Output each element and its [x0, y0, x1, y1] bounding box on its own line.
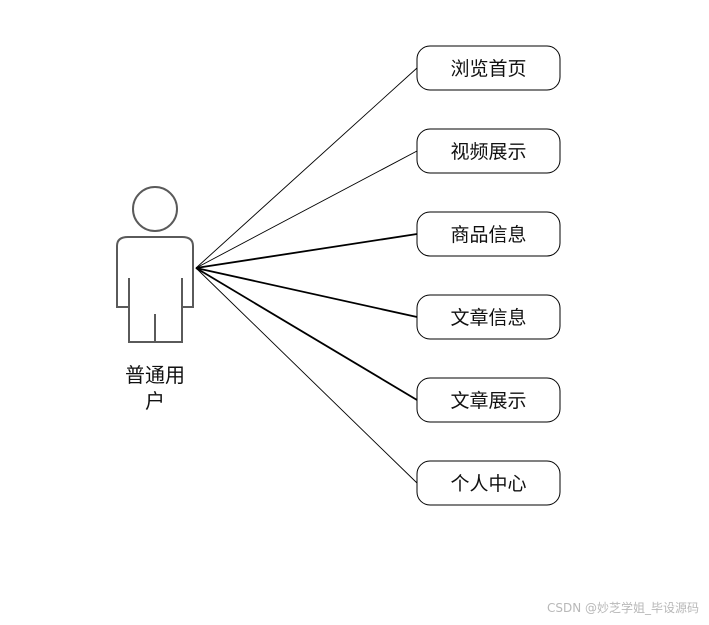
- use-case-label: 个人中心: [450, 473, 526, 495]
- actor-head: [132, 186, 178, 232]
- association-lines: [195, 67, 418, 484]
- association-line-1: [195, 67, 418, 269]
- use-case-video-display: 视频展示: [416, 128, 561, 174]
- association-line-2: [195, 150, 418, 269]
- use-case-box: [416, 377, 561, 423]
- actor-figure: [116, 186, 194, 343]
- use-case-group: 浏览首页 视频展示 商品信息 文章信息 文章展示 个人中心: [416, 45, 561, 506]
- association-line-6: [195, 267, 418, 484]
- actor-name-line2: 户: [145, 389, 165, 413]
- use-case-personal-center: 个人中心: [416, 460, 561, 506]
- actor-body: [116, 236, 194, 343]
- use-case-label: 商品信息: [450, 224, 526, 246]
- association-line-4: [195, 267, 418, 318]
- association-line-3: [195, 233, 418, 269]
- use-case-article-display: 文章展示: [416, 377, 561, 423]
- use-case-label: 文章信息: [450, 307, 526, 329]
- use-case-label: 浏览首页: [450, 58, 526, 80]
- use-case-box: [416, 128, 561, 174]
- use-case-box: [416, 211, 561, 257]
- use-case-article-info: 文章信息: [416, 294, 561, 340]
- use-case-box: [416, 294, 561, 340]
- use-case-label: 视频展示: [450, 141, 526, 163]
- use-case-box: [416, 460, 561, 506]
- actor-name-line1: 普通用: [125, 363, 185, 387]
- use-case-product-info: 商品信息: [416, 211, 561, 257]
- use-case-label: 文章展示: [450, 390, 526, 412]
- use-case-browse-home: 浏览首页: [416, 45, 561, 91]
- association-line-5: [195, 267, 418, 401]
- use-case-box: [416, 45, 561, 91]
- watermark: CSDN @妙芝学姐_毕设源码: [546, 601, 699, 615]
